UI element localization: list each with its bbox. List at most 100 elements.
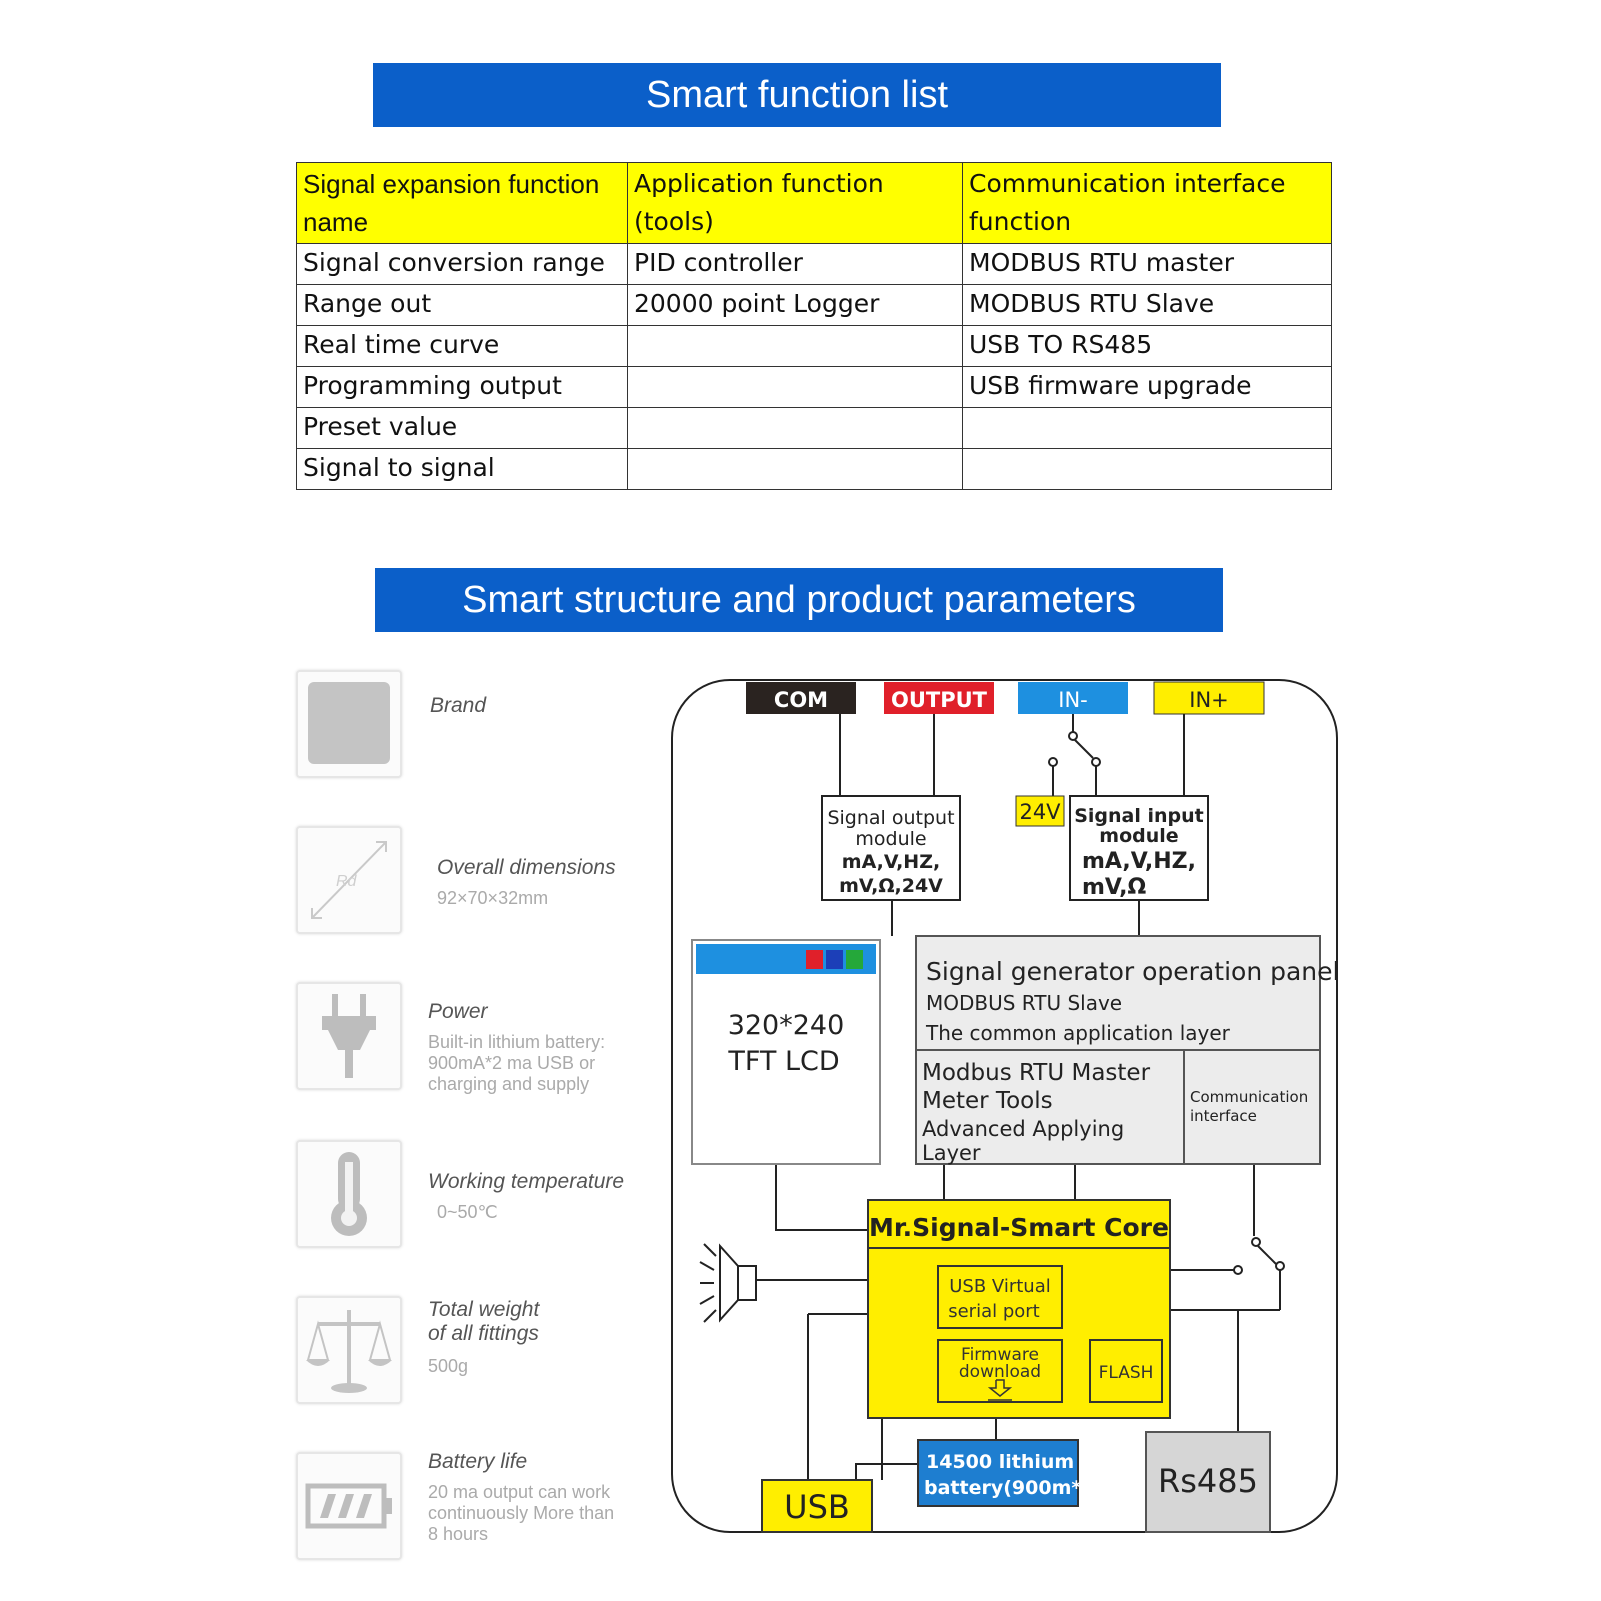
spec-label: Working temperature: [428, 1170, 625, 1193]
module-signals: mA,V,HZ,: [842, 851, 940, 873]
brand-logo-icon: [296, 670, 402, 778]
table-cell: Preset value: [296, 407, 628, 449]
table-cell: [627, 407, 963, 449]
spec-label: Battery life: [428, 1450, 528, 1473]
usb-label: USB: [784, 1488, 850, 1526]
spec-value: 8 hours: [428, 1524, 489, 1544]
rs485-label: Rs485: [1158, 1462, 1258, 1500]
table-cell: Range out: [296, 284, 628, 326]
scale-icon: [296, 1296, 402, 1404]
module-subtitle: module: [1099, 825, 1178, 847]
lithium-battery: [917, 1439, 1079, 1507]
table-row: Programming output USB firmware upgrade: [296, 366, 1332, 408]
spec-value: 500g: [428, 1356, 469, 1376]
table-cell: [627, 448, 963, 490]
spec-value: 20 ma output can work: [428, 1482, 611, 1502]
signal-input-module: [1069, 795, 1209, 901]
function-list-banner: Smart function list: [373, 63, 1221, 127]
battery-line: 14500 lithium: [926, 1451, 1074, 1473]
usb-virtual-line: USB Virtual: [949, 1276, 1051, 1297]
panel-line: The common application layer: [925, 1021, 1231, 1045]
comm-interface-line: interface: [1190, 1107, 1257, 1125]
panel-line: MODBUS RTU Slave: [926, 991, 1122, 1015]
table-row: Preset value: [296, 407, 1332, 449]
spec-value: Built-in lithium battery:: [428, 1032, 606, 1052]
lcd-red-pixel: [806, 950, 823, 969]
terminal-output: [884, 682, 994, 714]
spec-label: Power: [428, 1000, 488, 1023]
table-cell: Signal to signal: [296, 448, 628, 490]
thermometer-icon: [296, 1140, 402, 1248]
lcd-resolution: 320*240: [728, 1010, 845, 1041]
terminal-in-plus: [1153, 681, 1265, 715]
spec-label: Brand: [430, 694, 487, 717]
table-cell: Real time curve: [296, 325, 628, 367]
battery-icon: [296, 1452, 402, 1560]
signal-output-module: [821, 795, 961, 901]
module-signals: mA,V,HZ,: [1082, 849, 1196, 874]
table-cell: USB TO RS485: [962, 325, 1332, 367]
lcd-screen: [691, 939, 881, 1165]
spec-value: charging and supply: [428, 1074, 590, 1094]
table-cell: MODBUS RTU master: [962, 243, 1332, 285]
usb-virtual-line: serial port: [948, 1301, 1040, 1322]
voltage-tag-label: 24V: [1019, 800, 1061, 824]
spec-label-continued: of all fittings: [428, 1322, 539, 1345]
structure-banner: Smart structure and product parameters: [375, 568, 1223, 632]
terminal-com-label: COM: [774, 688, 828, 712]
firmware-download: [937, 1339, 1063, 1403]
master-tools-line: Modbus RTU Master: [922, 1060, 1151, 1086]
usb-virtual-serial: [937, 1265, 1063, 1329]
spec-value: continuously More than: [428, 1503, 615, 1523]
spec-label: Total weight: [428, 1298, 540, 1321]
power-plug-icon: [296, 982, 402, 1090]
table-cell: USB firmware upgrade: [962, 366, 1332, 408]
wires: [756, 714, 1281, 1480]
lcd-green-pixel: [846, 950, 863, 969]
terminal-com: [746, 682, 856, 714]
comm-interface-line: Communication: [1190, 1088, 1308, 1106]
master-tools-line: Advanced Applying: [922, 1117, 1124, 1141]
spec-label: Overall dimensions: [437, 856, 616, 879]
lcd-blue-pixel: [826, 950, 843, 969]
table-cell: [962, 448, 1332, 490]
device-outline: [671, 679, 1338, 1533]
flash-memory: [1089, 1339, 1163, 1403]
svg-text:Rd: Rd: [336, 873, 358, 890]
table-row: Real time curve USB TO RS485: [296, 325, 1332, 367]
module-title: Signal output: [827, 807, 954, 829]
operation-panel: [915, 935, 1321, 1051]
terminal-output-label: OUTPUT: [891, 688, 988, 712]
table-cell: PID controller: [627, 243, 963, 285]
module-signals: mV,Ω: [1082, 875, 1146, 900]
firmware-line: Firmware: [961, 1345, 1039, 1365]
terminal-in-minus: [1018, 682, 1128, 714]
master-tools-line: Meter Tools: [922, 1088, 1053, 1114]
lcd-type: TFT LCD: [727, 1046, 839, 1077]
module-title: Signal input: [1074, 805, 1204, 827]
core-title: Mr.Signal-Smart Core: [869, 1213, 1169, 1242]
spec-value: 0~50℃: [437, 1202, 498, 1222]
terminal-in-plus-label: IN+: [1189, 688, 1229, 712]
voltage-tag: [1015, 795, 1065, 827]
table-cell: 20000 point Logger: [627, 284, 963, 326]
comm-interface-panel: [1183, 1049, 1321, 1165]
rs485-port: [1145, 1431, 1271, 1533]
terminal-in-minus-label: IN-: [1058, 688, 1087, 712]
module-signals: mV,Ω,24V: [839, 875, 943, 897]
firmware-line: download: [959, 1362, 1041, 1382]
master-tools-line: Layer: [922, 1141, 981, 1165]
dimensions-icon: Rd: [296, 826, 402, 934]
spec-value: 900mA*2 ma USB or: [428, 1053, 596, 1073]
master-tools-panel: [915, 1049, 1185, 1165]
download-arrow-icon: [987, 1379, 1013, 1401]
battery-line: battery(900m*2): [924, 1477, 1103, 1499]
speaker-icon: [699, 1243, 757, 1323]
table-row: Signal to signal: [296, 448, 1332, 490]
flash-label: FLASH: [1099, 1363, 1154, 1383]
